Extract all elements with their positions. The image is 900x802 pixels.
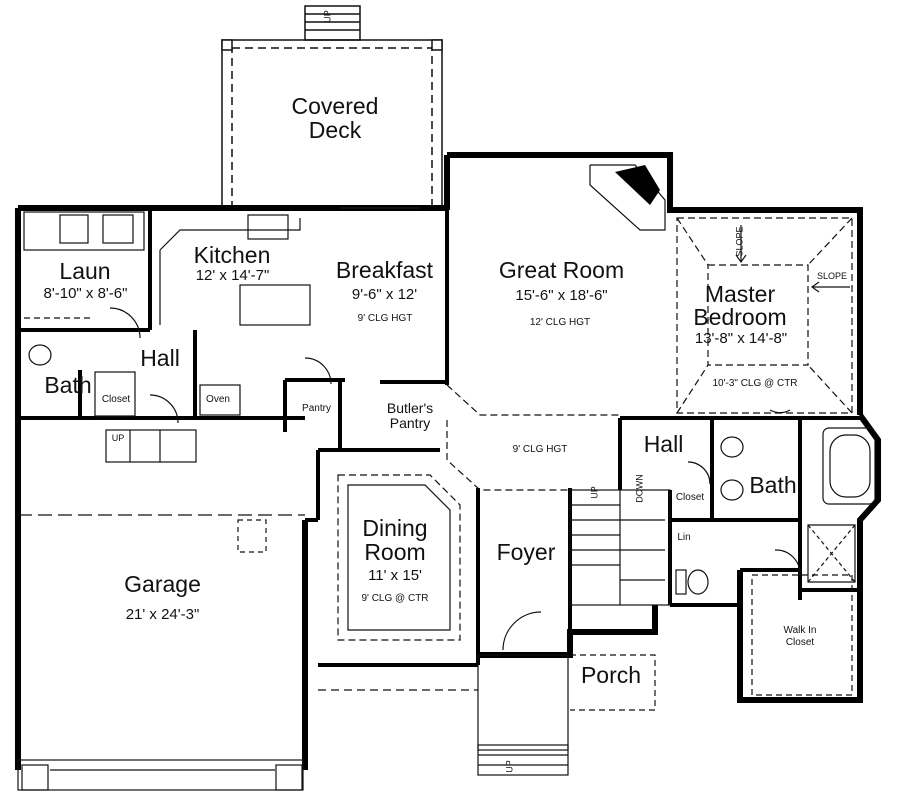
slope-top-annotation: SLOPE: [734, 226, 745, 257]
laun-name: Laun: [59, 258, 111, 284]
master-bedroom-dim: 13'-8" x 14'-8": [694, 330, 788, 347]
great-room-clg: 12' CLG HGT: [529, 317, 591, 328]
detail-lines: [17, 164, 876, 791]
master-bedroom-name: Master Bedroom: [693, 281, 787, 330]
master-bedroom-clg: 10'-3" CLG @ CTR: [712, 378, 798, 389]
dining-room-clg: 9' CLG @ CTR: [361, 593, 429, 604]
closet-right-label: Closet: [675, 492, 705, 503]
walk-in-closet-label: Walk In Closet: [783, 625, 817, 648]
great-room-dim: 15'-6" x 18'-6": [515, 287, 608, 304]
butlers-pantry-label: Butler's Pantry: [386, 400, 434, 431]
up-porch-annotation: UP: [504, 760, 515, 773]
up-deck-annotation: UP: [322, 10, 333, 23]
breakfast-clg: 9' CLG HGT: [357, 313, 413, 324]
slope-right-annotation: SLOPE: [816, 271, 847, 281]
oven-label: Oven: [206, 394, 230, 405]
garage-name: Garage: [124, 571, 201, 597]
hall-right-label: Hall: [643, 431, 684, 457]
slope-arrows: [735, 225, 850, 293]
kitchen-dim: 12' x 14'-7": [195, 267, 270, 284]
pantry-label: Pantry: [302, 403, 331, 414]
bath-right-label: Bath: [749, 472, 797, 498]
foyer-label: Foyer: [496, 539, 556, 565]
closet-left-label: Closet: [101, 394, 131, 405]
bath-left-label: Bath: [44, 372, 92, 398]
dining-room-name: Dining Room: [362, 515, 428, 566]
great-room-name: Great Room: [498, 257, 625, 283]
porch-label: Porch: [580, 662, 642, 688]
hall-left-label: Hall: [140, 345, 180, 371]
down-stair-annotation: DOWN: [634, 474, 645, 503]
garage-dim: 21' x 24'-3": [125, 606, 200, 623]
covered-deck-label: Covered Deck: [291, 93, 379, 144]
breakfast-name: Breakfast: [335, 257, 434, 283]
laun-dim: 8'-10" x 8'-6": [43, 285, 128, 302]
door-swings: [109, 307, 801, 651]
up-stair-annotation: UP: [589, 486, 600, 499]
dining-room-dim: 11' x 15': [368, 567, 422, 584]
center-clg-label: 9' CLG HGT: [512, 444, 568, 455]
kitchen-name: Kitchen: [193, 242, 271, 268]
lin-label: Lin: [677, 532, 691, 543]
breakfast-dim: 9'-6" x 12': [351, 286, 418, 303]
up-garage-annotation: UP: [111, 433, 125, 443]
